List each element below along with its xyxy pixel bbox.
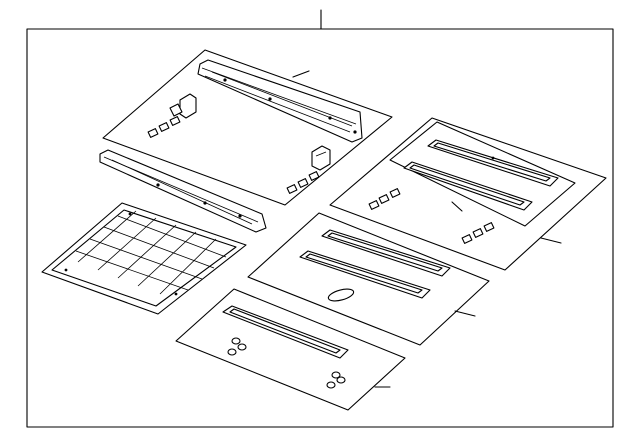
upper-side-rail xyxy=(197,59,363,143)
sill-plate-group-upper xyxy=(329,117,607,271)
floor-pan xyxy=(41,202,247,315)
rail-bracket-lower xyxy=(311,145,331,171)
sill-group-leader-upper xyxy=(540,237,562,244)
sill-plate-group-lower xyxy=(175,288,406,411)
inner-panel-leader xyxy=(451,201,463,212)
clip-set-upper-right xyxy=(461,222,495,244)
rail-group-panel xyxy=(102,49,393,206)
outer-frame xyxy=(26,28,614,428)
clip-set-left xyxy=(147,116,181,138)
clip-set-right xyxy=(286,171,320,194)
sill-inner-panel xyxy=(389,121,576,227)
plug-set-right xyxy=(326,371,346,389)
sill-group-panel-lower xyxy=(175,288,406,411)
lower-side-rail xyxy=(99,149,267,233)
door-sill-plate-front-upper xyxy=(403,161,533,211)
sill-plate-group-middle xyxy=(247,212,490,346)
sill-plate-cap xyxy=(327,288,355,302)
rail-bracket-group xyxy=(99,49,393,233)
sill-group-panel-middle xyxy=(247,212,490,346)
sill-group-panel-upper xyxy=(329,117,607,271)
rail-bracket-upper xyxy=(169,93,197,119)
plug-set-left xyxy=(227,337,247,356)
door-sill-plate-rear-middle xyxy=(321,229,451,277)
sill-group-leader-middle xyxy=(454,310,476,317)
clip-set-upper-left xyxy=(368,188,401,210)
rail-group-leader xyxy=(292,70,310,78)
scuff-plate-lower xyxy=(222,305,349,359)
door-sill-plate-front-middle xyxy=(299,250,431,299)
door-sill-plate-rear-upper xyxy=(427,139,559,187)
